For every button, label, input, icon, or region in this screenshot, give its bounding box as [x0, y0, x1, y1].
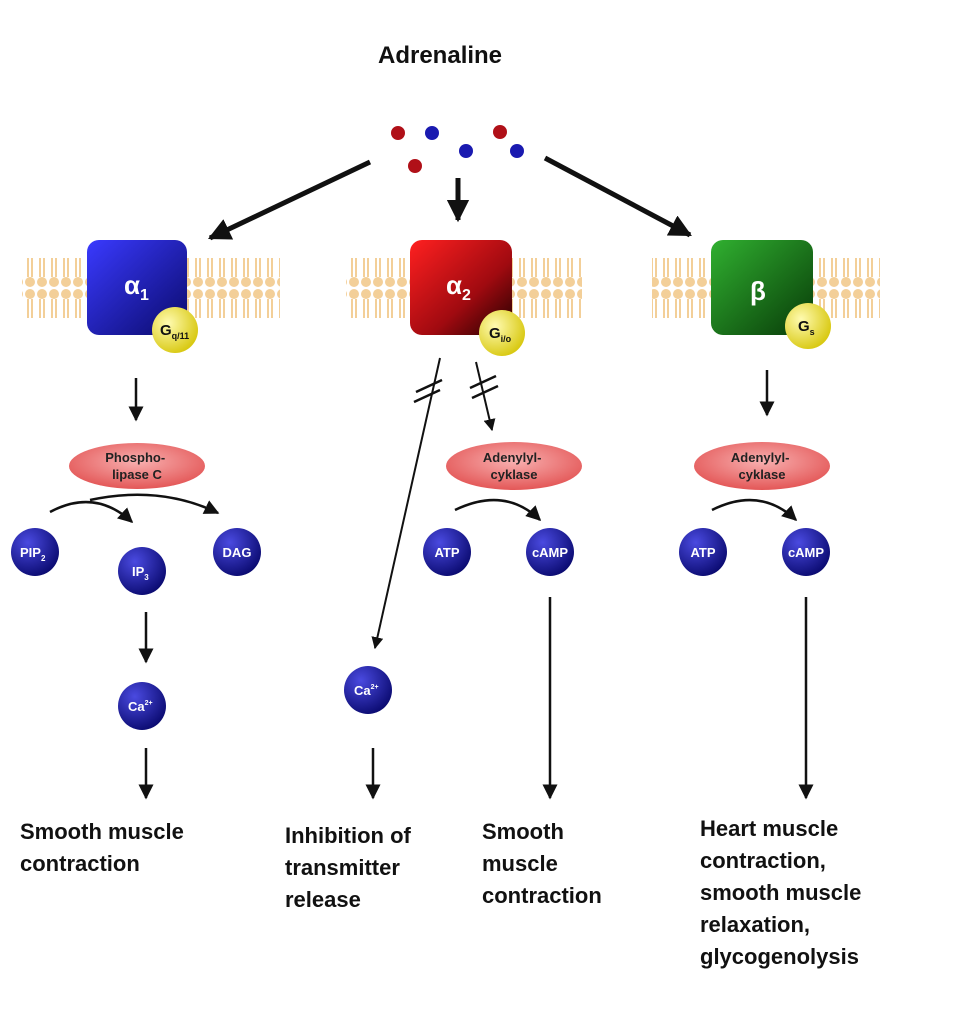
ca-alpha2-label: Ca2+: [354, 683, 379, 698]
phospholipase-c-label: Phospho- lipase C: [105, 450, 169, 482]
ca-alpha2-molecule: [344, 666, 392, 714]
arrow-alpha2-to-ca: [371, 357, 441, 650]
gq11-label: Gq/11: [160, 322, 189, 341]
pip2-label: PIP2: [20, 545, 46, 563]
arrow-alpha2-to-cyclase: [475, 361, 496, 432]
atp-alpha2-molecule: [423, 528, 471, 576]
outcome-alpha2-calcium-line: Inhibition of: [285, 823, 411, 848]
camp-beta-label: cAMP: [788, 545, 824, 560]
adenylyl-cyclase-alpha2-label: Adenylyl- cyklase: [483, 450, 545, 482]
block-mark-2b: [471, 384, 499, 400]
camp-alpha2-label: cAMP: [532, 545, 568, 560]
adenylyl-cyclase-beta-enzyme: [694, 442, 830, 490]
gio-label: Gi/o: [489, 325, 512, 344]
block-mark-1a: [415, 378, 443, 394]
gs-g-protein: [785, 303, 831, 349]
dag-label: DAG: [223, 545, 252, 560]
arrow-atp-to-camp-beta: [711, 498, 798, 522]
outcome-alpha2-camp: Smooth muscle contraction: [482, 816, 602, 912]
camp-alpha2-molecule: [526, 528, 574, 576]
camp-beta-molecule: [782, 528, 830, 576]
diagram-title: Adrenaline: [378, 42, 503, 69]
outcome-beta: Heart muscle contraction, smooth muscle …: [700, 813, 861, 973]
outcome-beta-line: relaxation,: [700, 912, 811, 937]
gio-g-protein: [479, 310, 525, 356]
outcome-alpha2-calcium: Inhibition of transmitter release: [285, 820, 411, 916]
atp-beta-molecule: [679, 528, 727, 576]
gs-label: Gs: [798, 318, 815, 337]
arrow-atp-to-camp-alpha2: [454, 498, 542, 522]
ca-alpha1-molecule: [118, 682, 166, 730]
alpha1-label: α1: [124, 270, 149, 304]
phospholipase-c-enzyme: [69, 443, 205, 489]
outcome-alpha2-camp-line: Smooth: [482, 819, 564, 844]
block-mark-1b: [413, 388, 441, 404]
arrow-pip2-to-ip3: [49, 500, 134, 524]
ip3-label: IP3: [132, 564, 149, 582]
outcome-beta-line: Heart muscle: [700, 816, 839, 841]
outcome-alpha2-calcium-line: transmitter: [285, 855, 400, 880]
outcome-alpha1: Smooth muscle contraction: [20, 816, 184, 880]
alpha2-label: α2: [446, 270, 471, 304]
outcome-beta-line: contraction,: [700, 848, 826, 873]
atp-beta-label: ATP: [690, 545, 715, 560]
outcome-alpha2-camp-line: muscle: [482, 851, 558, 876]
outcome-beta-line: glycogenolysis: [700, 944, 859, 969]
atp-alpha2-label: ATP: [434, 545, 459, 560]
outcome-alpha2-camp-line: contraction: [482, 883, 602, 908]
alpha2-receptor: [410, 240, 512, 335]
dag-molecule: [213, 528, 261, 576]
outcome-beta-line: smooth muscle: [700, 880, 862, 905]
outcome-alpha1-line: contraction: [20, 851, 140, 876]
block-mark-2a: [469, 374, 497, 390]
beta-label: β: [750, 276, 766, 306]
arrow-to-beta: [543, 155, 692, 238]
outcome-alpha1-line: Smooth muscle: [20, 819, 184, 844]
ca-alpha1-label: Ca2+: [128, 699, 153, 714]
beta-receptor: [711, 240, 813, 335]
ip3-molecule: [118, 547, 166, 595]
pip2-molecule: [11, 528, 59, 576]
outcome-alpha2-calcium-line: release: [285, 887, 361, 912]
adenylyl-cyclase-beta-label: Adenylyl- cyklase: [731, 450, 793, 482]
arrow-to-alpha1: [207, 159, 372, 241]
adrenaline-molecules: [391, 125, 524, 173]
arrow-pip2-to-dag: [89, 493, 220, 515]
adenylyl-cyclase-alpha2-enzyme: [446, 442, 582, 490]
gq11-g-protein: [152, 307, 198, 353]
